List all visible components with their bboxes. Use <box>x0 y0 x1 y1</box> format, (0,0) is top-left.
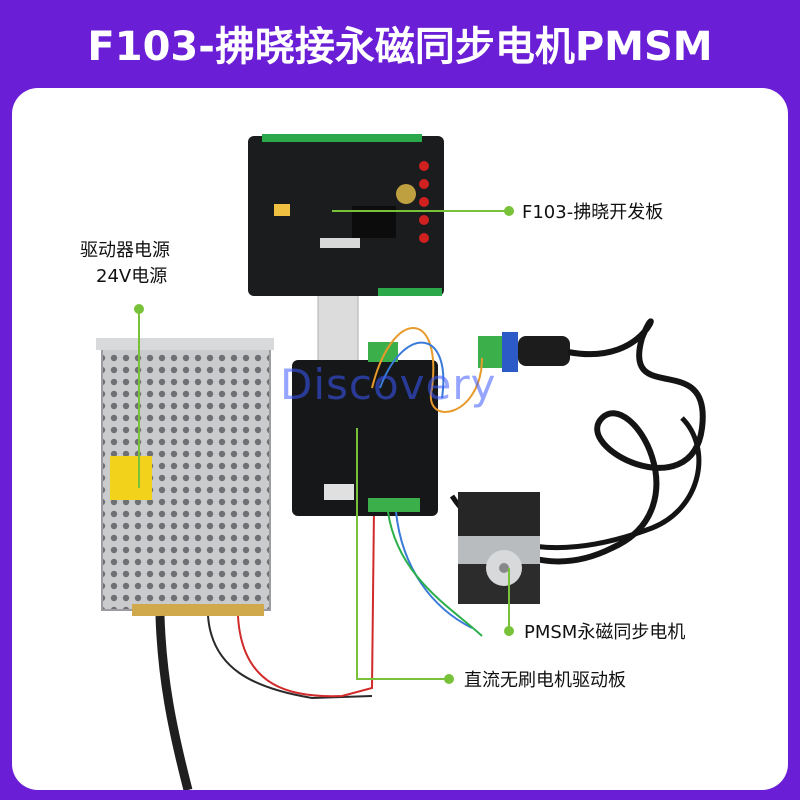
label-motor: PMSM永磁同步电机 <box>524 622 686 643</box>
label-driver-board: 直流无刷电机驱动板 <box>464 670 626 691</box>
driver-board-photo <box>292 342 438 516</box>
page-title: F103-拂晓接永磁同步电机PMSM <box>87 24 713 70</box>
leader-dot-motor <box>504 626 514 636</box>
leader-dot-driver <box>444 674 454 684</box>
f103-dev-board-photo <box>248 134 444 296</box>
power-supply <box>96 338 274 616</box>
leader-line-dev-board <box>332 210 508 212</box>
leader-line-power <box>138 308 140 488</box>
watermark: Discovery <box>280 360 497 409</box>
serial-connector <box>478 332 570 372</box>
leader-dot-dev-board <box>504 206 514 216</box>
leader-line-driver-vertical <box>356 428 358 680</box>
leader-line-motor <box>508 568 510 630</box>
label-power-line1: 驱动器电源 <box>80 240 170 261</box>
leader-line-driver-horizontal <box>356 678 448 680</box>
power-cable <box>155 615 193 790</box>
product-photo-card: F103-拂晓开发板 驱动器电源 24V电源 Discovery PMSM永磁同… <box>12 88 788 790</box>
caution-label <box>110 456 152 500</box>
product-photo <box>96 134 706 790</box>
label-power-line2: 24V电源 <box>96 266 168 287</box>
label-dev-board: F103-拂晓开发板 <box>522 202 664 223</box>
pmsm-motor-photo <box>458 492 540 604</box>
